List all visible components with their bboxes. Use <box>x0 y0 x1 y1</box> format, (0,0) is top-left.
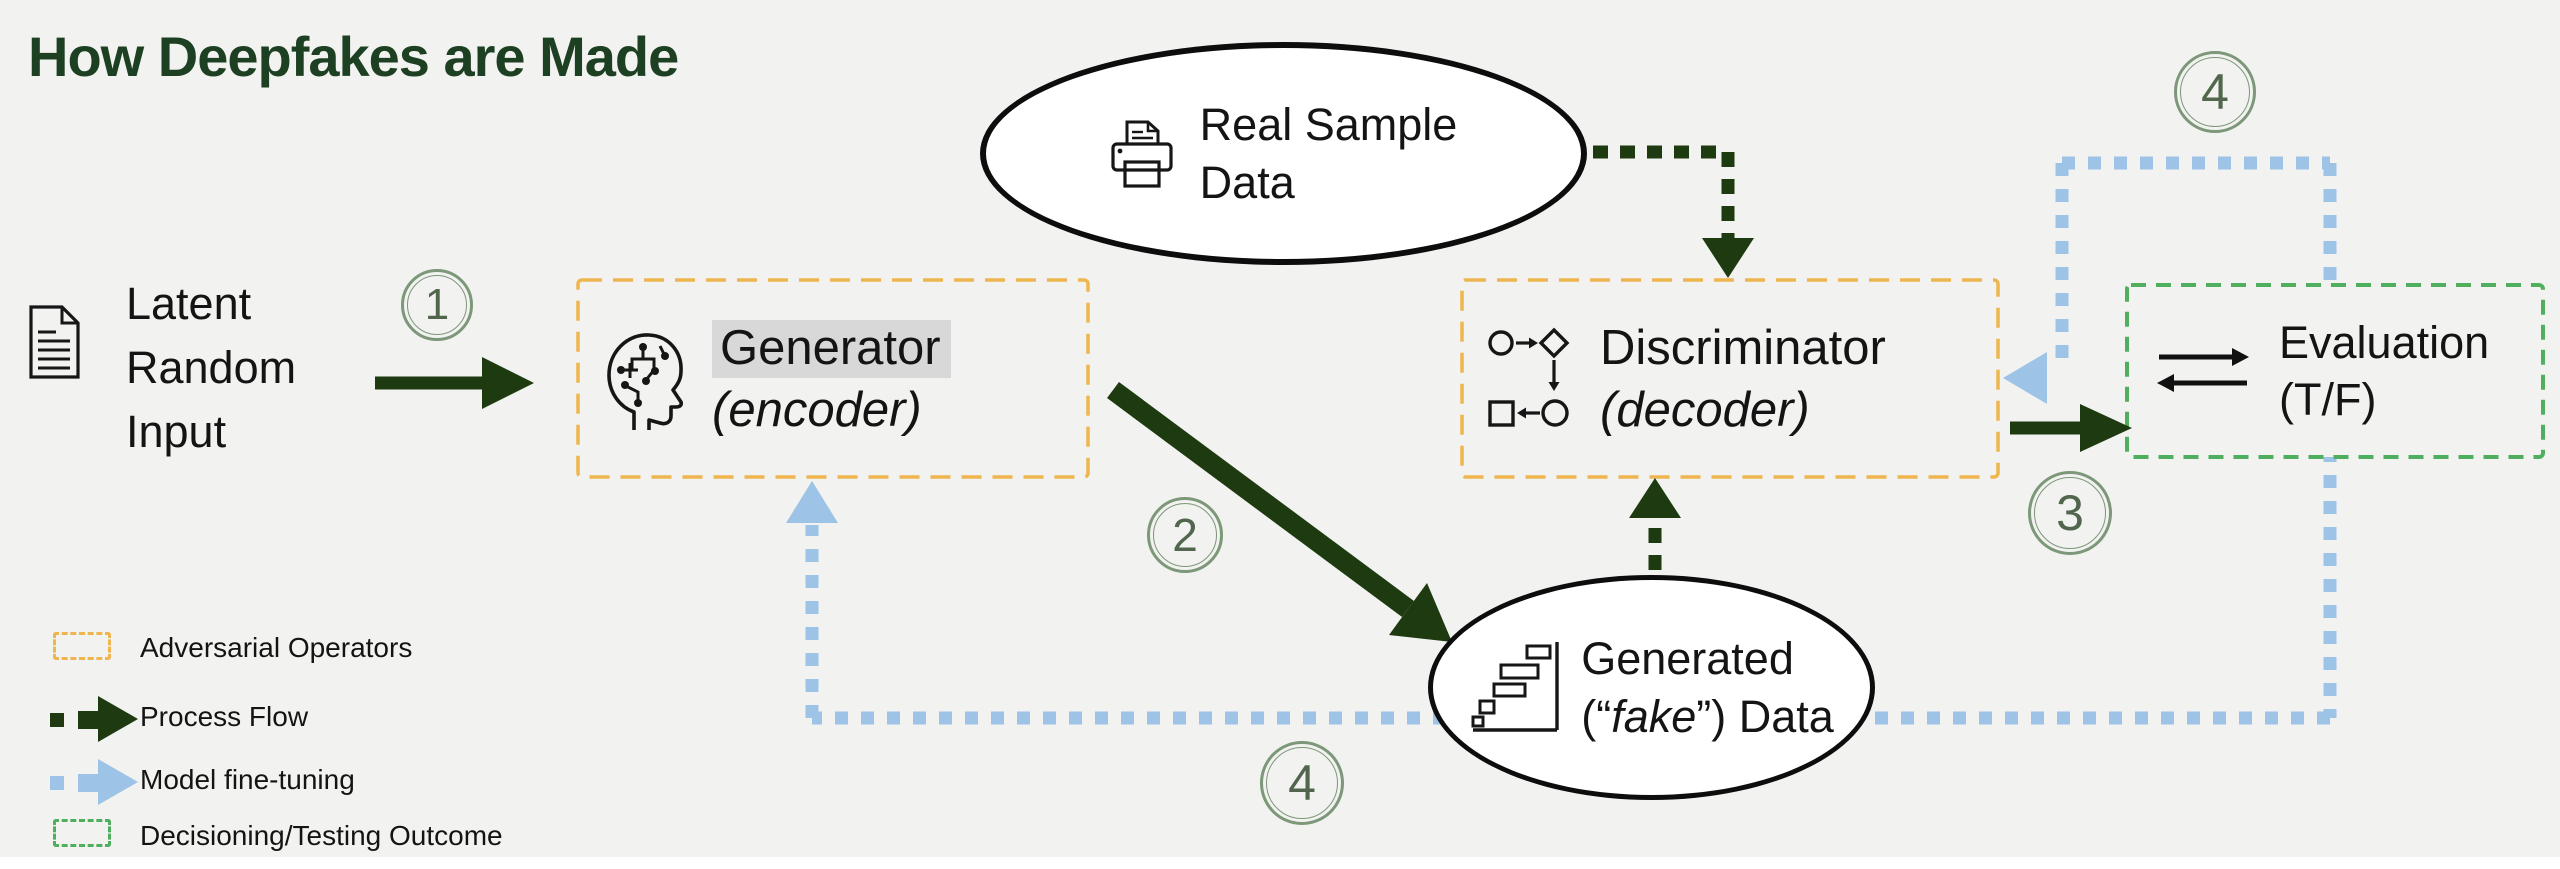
legend-process-label: Process Flow <box>140 701 309 732</box>
process-arrow-2-head-icon <box>1389 583 1452 642</box>
legend-process-flow-arrow-icon <box>50 696 138 742</box>
step-2-badge: 2 <box>1147 497 1223 573</box>
ai-head-icon <box>607 332 684 430</box>
finetune-arrowhead-generator-icon <box>786 481 838 523</box>
page-title: How Deepfakes are Made <box>28 25 679 88</box>
legend-finetune-arrow-icon <box>50 759 138 805</box>
document-icon <box>29 305 80 379</box>
discriminator-node: Discriminator (decoder) <box>1462 280 1998 477</box>
step-3-badge: 3 <box>2028 471 2112 555</box>
real-sample-data-label: Real Sample Data <box>1199 98 1458 208</box>
finetune-arrowhead-discriminator-icon <box>2003 352 2047 404</box>
step-4-top-badge: 4 <box>2174 51 2256 133</box>
flowchart-icon <box>1488 327 1570 427</box>
process-arrow-3-head-icon <box>2080 404 2132 452</box>
discriminator-label-group: Discriminator (decoder) <box>1600 317 1886 441</box>
process-dotted-real-to-discriminator <box>1593 145 1735 240</box>
generator-box-border <box>576 278 1090 479</box>
discriminator-box-border <box>1460 278 2000 479</box>
step-1-badge: 1 <box>401 269 473 341</box>
chart-icon <box>1471 641 1559 732</box>
legend-outcome-swatch <box>53 819 111 847</box>
generator-node: Generator (encoder) <box>578 280 1088 477</box>
latent-random-input-label: Latent Random Input <box>126 278 297 457</box>
legend-adversarial-swatch <box>53 632 111 660</box>
legend-adversarial-label: Adversarial Operators <box>140 632 413 663</box>
evaluation-node: Evaluation (T/F) <box>2127 285 2543 457</box>
legend-outcome-label: Decisioning/Testing Outcome <box>140 820 503 851</box>
step-4-bottom-badge: 4 <box>1260 741 1344 825</box>
fake-word: fake <box>1611 690 1697 742</box>
generator-label: Generator <box>712 319 951 378</box>
evaluation-label-group: Evaluation (T/F) <box>2279 314 2489 428</box>
two-way-arrows-icon <box>2157 348 2249 392</box>
generator-subtitle: (encoder) <box>712 382 922 437</box>
evaluation-box-border <box>2125 283 2545 459</box>
process-arrow-1-head-icon <box>482 357 534 409</box>
legend-finetune-label: Model fine-tuning <box>140 764 355 795</box>
process-arrowhead-up-icon <box>1629 478 1681 518</box>
generator-label-group: Generator (encoder) <box>712 317 951 441</box>
discriminator-subtitle: (decoder) <box>1600 382 1810 437</box>
evaluation-label: Evaluation <box>2279 317 2490 368</box>
process-arrowhead-down-icon <box>1702 238 1754 278</box>
slide-bottom-edge <box>0 857 2560 869</box>
evaluation-tf-label: (T/F) <box>2279 374 2377 425</box>
discriminator-label: Discriminator <box>1600 320 1886 375</box>
process-arrow-2-shaft <box>1107 381 1414 618</box>
printer-icon <box>1111 120 1173 188</box>
generated-fake-data-label: Generated (“fake”) Data <box>1581 632 1834 742</box>
generated-fake-data-node: Generated (“fake”) Data <box>1428 575 1875 800</box>
real-sample-data-node: Real Sample Data <box>980 42 1587 265</box>
